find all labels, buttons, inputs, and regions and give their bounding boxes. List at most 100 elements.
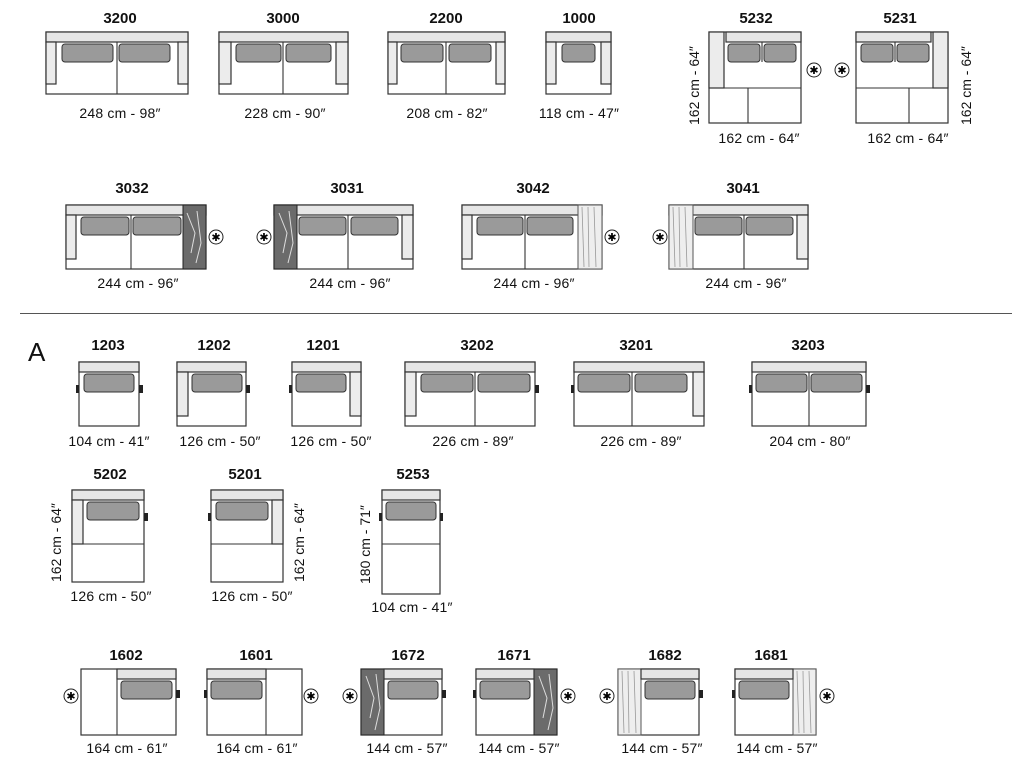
module-1601-drawing bbox=[204, 668, 303, 736]
svg-text:✱: ✱ bbox=[837, 64, 846, 77]
module-code: 5231 bbox=[883, 10, 917, 27]
sofa-3041-drawing bbox=[668, 204, 809, 270]
module-depth-dimension: 162 cm - 64″ bbox=[686, 46, 702, 125]
module-code: 3042 bbox=[516, 180, 550, 197]
module-code: 3203 bbox=[791, 337, 825, 354]
module-dimension: 226 cm - 89″ bbox=[432, 433, 514, 449]
module-dimension: 208 cm - 82″ bbox=[406, 105, 488, 121]
module-depth-dimension: 162 cm - 64″ bbox=[958, 46, 974, 125]
asterisk-icon: ✱ bbox=[834, 62, 850, 78]
svg-text:✱: ✱ bbox=[259, 231, 268, 244]
module-1681-drawing bbox=[732, 668, 817, 736]
svg-text:✱: ✱ bbox=[306, 690, 315, 703]
module-dimension: 244 cm - 96″ bbox=[493, 275, 575, 291]
module-1201-drawing bbox=[289, 361, 362, 427]
sofa-2200-drawing bbox=[387, 31, 506, 95]
module-code: 1602 bbox=[109, 647, 143, 664]
sofa-3032-drawing bbox=[65, 204, 207, 270]
module-dimension: 118 cm - 47″ bbox=[538, 105, 620, 121]
chaise-5201-drawing bbox=[208, 489, 284, 583]
module-code: 1681 bbox=[754, 647, 788, 664]
module-3203-drawing bbox=[749, 361, 870, 427]
module-code: 5202 bbox=[93, 466, 127, 483]
module-dimension: 144 cm - 57″ bbox=[736, 740, 818, 756]
asterisk-icon: ✱ bbox=[303, 688, 319, 704]
module-1682-drawing bbox=[617, 668, 703, 736]
asterisk-icon: ✱ bbox=[256, 229, 272, 245]
module-dimension: 162 cm - 64″ bbox=[867, 130, 949, 146]
module-1672-drawing bbox=[360, 668, 446, 736]
module-depth-dimension: 180 cm - 71″ bbox=[357, 505, 373, 584]
module-code: 3032 bbox=[115, 180, 149, 197]
module-1202-drawing bbox=[176, 361, 250, 427]
svg-text:✱: ✱ bbox=[822, 690, 831, 703]
module-dimension: 244 cm - 96″ bbox=[97, 275, 179, 291]
module-code: 1672 bbox=[391, 647, 425, 664]
sofa-3042-drawing bbox=[461, 204, 603, 270]
module-dimension: 126 cm - 50″ bbox=[179, 433, 261, 449]
armchair-1000-drawing bbox=[545, 31, 612, 95]
module-code: 3201 bbox=[619, 337, 653, 354]
module-code: 5232 bbox=[739, 10, 773, 27]
module-1671-drawing bbox=[473, 668, 558, 736]
module-dimension: 126 cm - 50″ bbox=[290, 433, 372, 449]
asterisk-icon: ✱ bbox=[604, 229, 620, 245]
chaise-5202-drawing bbox=[71, 489, 148, 583]
svg-text:✱: ✱ bbox=[655, 231, 664, 244]
module-depth-dimension: 162 cm - 64″ bbox=[48, 503, 64, 582]
module-code: 1000 bbox=[562, 10, 596, 27]
module-dimension: 244 cm - 96″ bbox=[309, 275, 391, 291]
sofa-3000-drawing bbox=[218, 31, 349, 95]
svg-text:✱: ✱ bbox=[607, 231, 616, 244]
module-code: 3202 bbox=[460, 337, 494, 354]
module-code: 3041 bbox=[726, 180, 760, 197]
module-code: 5253 bbox=[396, 466, 430, 483]
module-dimension: 144 cm - 57″ bbox=[366, 740, 448, 756]
sofa-3200-drawing bbox=[45, 31, 189, 95]
module-code: 1601 bbox=[239, 647, 273, 664]
asterisk-icon: ✱ bbox=[208, 229, 224, 245]
module-code: 1202 bbox=[197, 337, 231, 354]
section-divider bbox=[20, 313, 1012, 314]
svg-text:✱: ✱ bbox=[345, 690, 354, 703]
module-dimension: 126 cm - 50″ bbox=[211, 588, 293, 604]
module-code: 5201 bbox=[228, 466, 262, 483]
svg-text:✱: ✱ bbox=[602, 690, 611, 703]
asterisk-icon: ✱ bbox=[819, 688, 835, 704]
module-code: 1682 bbox=[648, 647, 682, 664]
asterisk-icon: ✱ bbox=[342, 688, 358, 704]
svg-text:✱: ✱ bbox=[563, 690, 572, 703]
section-label: A bbox=[28, 337, 46, 367]
module-code: 3200 bbox=[103, 10, 137, 27]
module-dimension: 226 cm - 89″ bbox=[600, 433, 682, 449]
svg-text:✱: ✱ bbox=[211, 231, 220, 244]
module-code: 3000 bbox=[266, 10, 300, 27]
module-code: 1671 bbox=[497, 647, 531, 664]
module-dimension: 228 cm - 90″ bbox=[244, 105, 326, 121]
module-dimension: 126 cm - 50″ bbox=[70, 588, 152, 604]
module-dimension: 204 cm - 80″ bbox=[769, 433, 851, 449]
module-3202-drawing bbox=[404, 361, 539, 427]
chaise-5231-drawing bbox=[855, 31, 949, 124]
module-3201-drawing bbox=[571, 361, 705, 427]
module-depth-dimension: 162 cm - 64″ bbox=[291, 503, 307, 582]
svg-text:✱: ✱ bbox=[66, 690, 75, 703]
module-dimension: 104 cm - 41″ bbox=[371, 599, 453, 615]
module-code: 1203 bbox=[91, 337, 125, 354]
module-code: 3031 bbox=[330, 180, 364, 197]
asterisk-icon: ✱ bbox=[63, 688, 79, 704]
module-dimension: 164 cm - 61″ bbox=[86, 740, 168, 756]
module-dimension: 164 cm - 61″ bbox=[216, 740, 298, 756]
svg-text:✱: ✱ bbox=[809, 64, 818, 77]
module-dimension: 144 cm - 57″ bbox=[478, 740, 560, 756]
sofa-3031-drawing bbox=[273, 204, 414, 270]
module-dimension: 104 cm - 41″ bbox=[68, 433, 150, 449]
module-dimension: 144 cm - 57″ bbox=[621, 740, 703, 756]
module-dimension: 244 cm - 96″ bbox=[705, 275, 787, 291]
chaise-5253-drawing bbox=[379, 489, 443, 595]
module-1203-drawing bbox=[76, 361, 143, 427]
module-dimension: 162 cm - 64″ bbox=[718, 130, 800, 146]
asterisk-icon: ✱ bbox=[652, 229, 668, 245]
chaise-5232-drawing bbox=[708, 31, 802, 124]
module-dimension: 248 cm - 98″ bbox=[79, 105, 161, 121]
